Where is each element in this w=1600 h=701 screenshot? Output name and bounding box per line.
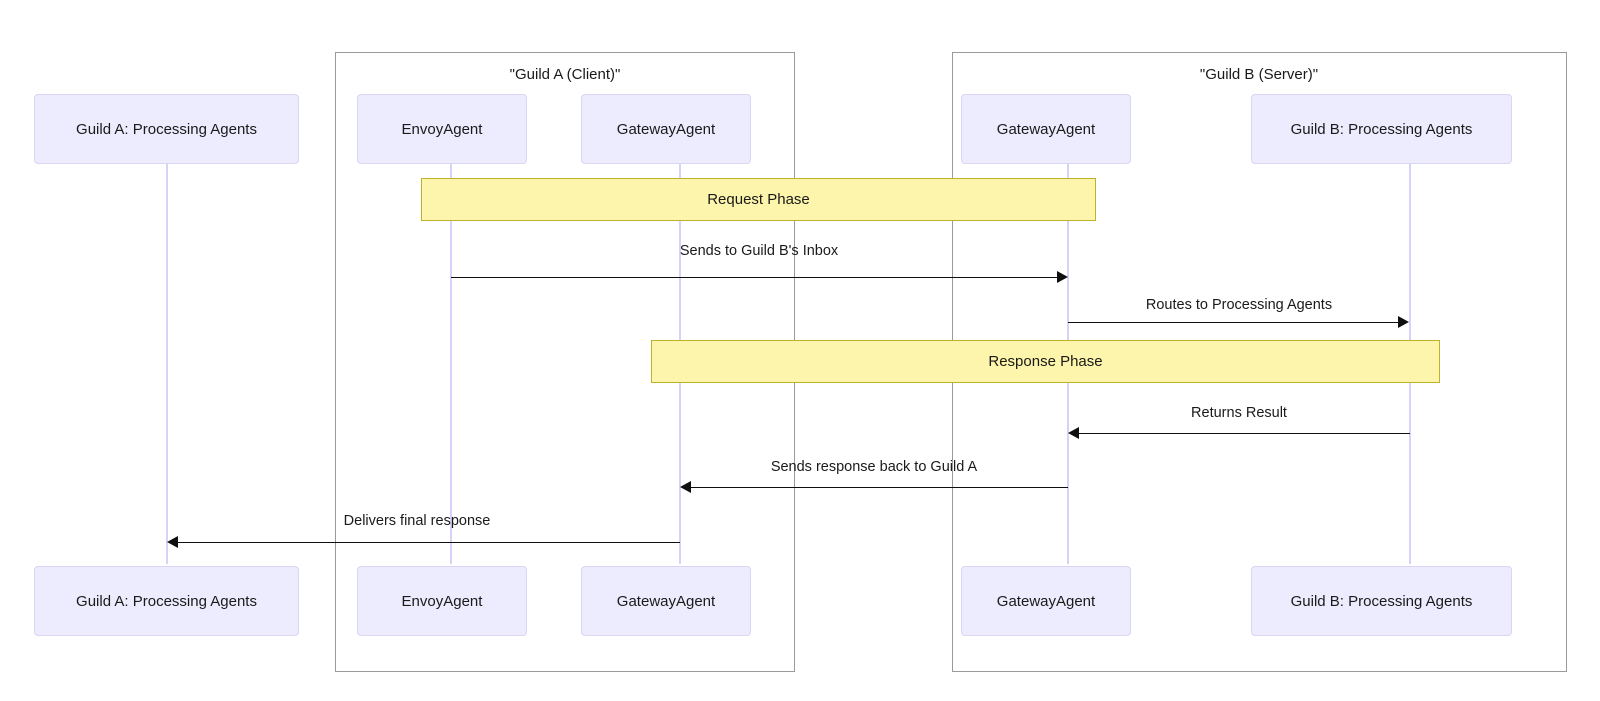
actor-box-bottom-guild-b-processing[interactable]: Guild B: Processing Agents [1251,566,1512,636]
actor-box-bottom-gateway-agent-a[interactable]: GatewayAgent [581,566,751,636]
actor-label: Guild A: Processing Agents [76,120,257,138]
phase-bar-request[interactable]: Request Phase [421,178,1096,221]
message-line-msg-1 [451,277,1058,278]
phase-bar-response[interactable]: Response Phase [651,340,1440,383]
actor-box-bottom-envoy-agent[interactable]: EnvoyAgent [357,566,527,636]
actor-box-top-guild-a-processing[interactable]: Guild A: Processing Agents [34,94,299,164]
actor-label: EnvoyAgent [401,592,483,610]
actor-label: EnvoyAgent [401,120,483,138]
arrow-head-msg-3 [1068,427,1079,439]
actor-label: GatewayAgent [996,120,1096,138]
actor-label: GatewayAgent [616,592,716,610]
actor-box-top-envoy-agent[interactable]: EnvoyAgent [357,94,527,164]
actor-label: Guild A: Processing Agents [76,592,257,610]
arrow-head-msg-4 [680,481,691,493]
lifeline-guild-a-processing [166,164,168,564]
message-line-msg-4 [691,487,1068,488]
message-label-msg-5: Delivers final response [343,513,491,529]
phase-label: Request Phase [707,191,810,208]
message-line-msg-3 [1079,433,1410,434]
actor-box-top-guild-b-processing[interactable]: Guild B: Processing Agents [1251,94,1512,164]
message-label-msg-2: Routes to Processing Agents [1145,297,1333,313]
actor-label: GatewayAgent [996,592,1096,610]
actor-box-bottom-gateway-agent-b[interactable]: GatewayAgent [961,566,1131,636]
message-label-msg-1: Sends to Guild B's Inbox [679,243,839,259]
phase-label: Response Phase [988,353,1103,370]
message-label-msg-3: Returns Result [1191,405,1287,421]
lifeline-envoy-agent [450,164,452,564]
arrow-head-msg-2 [1398,316,1409,328]
group-label-guild-a: "Guild A (Client)" [509,66,621,83]
actor-label: GatewayAgent [616,120,716,138]
actor-box-top-gateway-agent-b[interactable]: GatewayAgent [961,94,1131,164]
actor-label: Guild B: Processing Agents [1290,592,1473,610]
arrow-head-msg-1 [1057,271,1068,283]
group-label-guild-b: "Guild B (Server)" [1199,66,1319,83]
message-label-msg-4: Sends response back to Guild A [770,459,978,475]
arrow-head-msg-5 [167,536,178,548]
actor-box-bottom-guild-a-processing[interactable]: Guild A: Processing Agents [34,566,299,636]
message-line-msg-2 [1068,322,1399,323]
message-line-msg-5 [178,542,680,543]
actor-box-top-gateway-agent-a[interactable]: GatewayAgent [581,94,751,164]
actor-label: Guild B: Processing Agents [1290,120,1473,138]
